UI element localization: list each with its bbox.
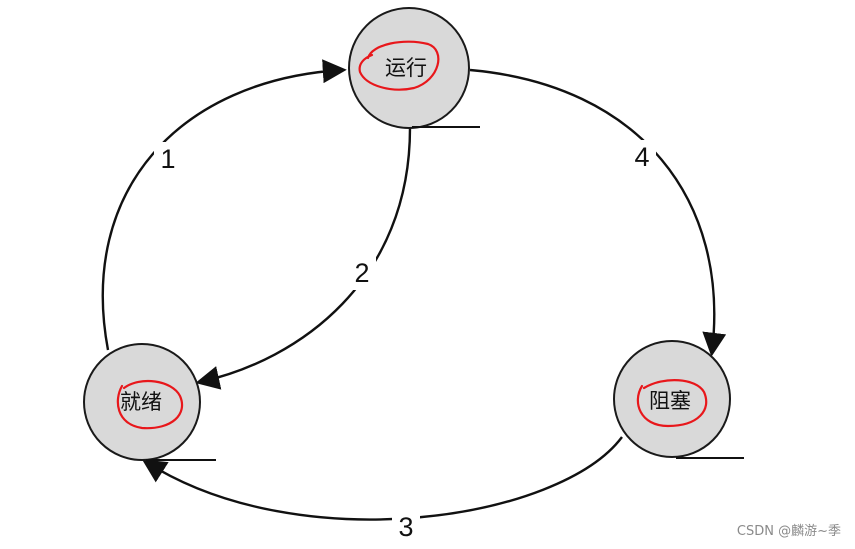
edge-label-1: 1: [160, 144, 175, 174]
state-node-running: 运行: [348, 7, 480, 129]
edge-running-to-ready: [195, 127, 412, 390]
edge-running-to-blocked: [469, 68, 727, 357]
edge-label-2: 2: [354, 258, 369, 288]
handwritten-circle-ready: [116, 380, 183, 430]
state-label-ready: 就绪: [120, 390, 162, 414]
handwritten-circle-running: [358, 40, 440, 91]
handwritten-circle-blocked: [636, 379, 708, 428]
state-label-running: 运行: [385, 56, 427, 80]
state-node-blocked: 阻塞: [613, 340, 744, 459]
state-node-ready: 就绪: [83, 343, 216, 461]
edge-label-4: 4: [634, 142, 649, 172]
state-label-blocked: 阻塞: [649, 389, 691, 413]
edge-label-3: 3: [398, 512, 413, 542]
edge-blocked-to-ready: [141, 436, 623, 521]
edge-ready-to-running: [101, 59, 347, 351]
csdn-watermark: CSDN @麟游~季: [736, 524, 841, 539]
